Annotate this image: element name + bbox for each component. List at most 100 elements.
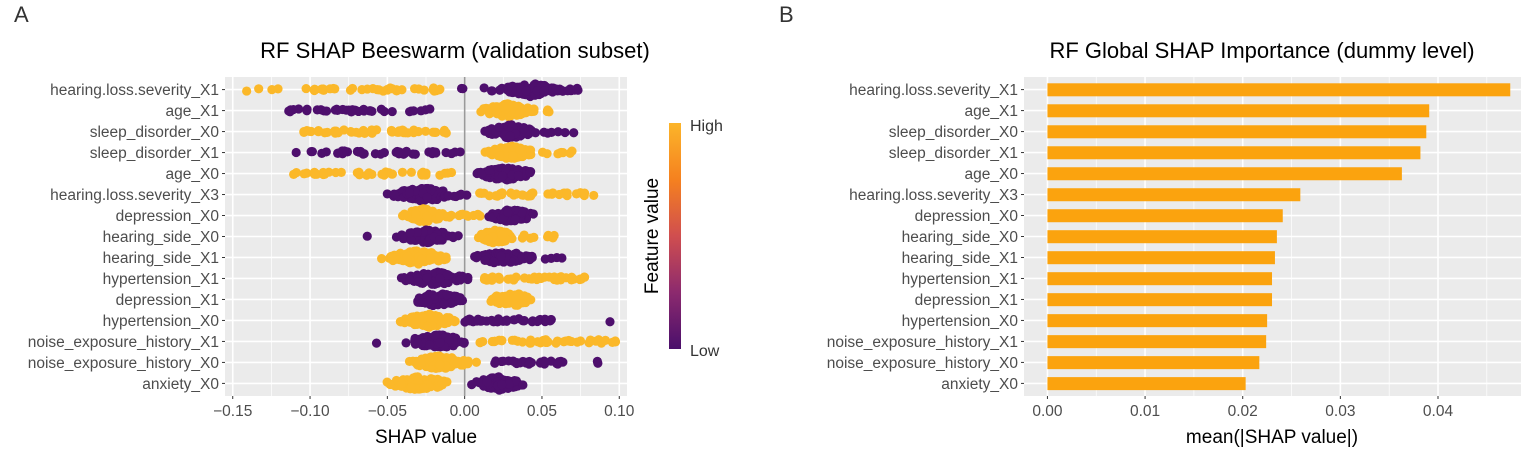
shap-point	[331, 167, 341, 178]
shap-point	[519, 273, 530, 283]
shap-point	[513, 336, 523, 346]
beeswarm-row-age_X0	[289, 163, 536, 185]
bar-sleep_disorder_X1	[1047, 146, 1421, 160]
shap-point	[354, 147, 364, 157]
shap-point	[322, 127, 332, 138]
shap-point	[439, 299, 449, 310]
shap-point	[410, 149, 420, 159]
beeswarm-row-hearing.loss.severity_X1	[242, 79, 583, 102]
shap-point	[394, 147, 404, 157]
shap-point	[501, 316, 512, 326]
shap-point	[442, 289, 452, 300]
shap-point	[539, 86, 549, 96]
y-tick-label: depression_X1	[915, 292, 1018, 309]
shap-point	[480, 255, 490, 265]
x-tick-label: 0.04	[1423, 403, 1454, 420]
shap-point	[371, 338, 382, 348]
shap-point	[569, 128, 579, 138]
shap-point	[442, 270, 452, 280]
shap-point	[542, 232, 553, 242]
shap-point	[497, 171, 507, 181]
shap-point	[534, 272, 544, 282]
shap-point	[505, 131, 515, 141]
x-tick-label: 0.00	[1032, 403, 1063, 420]
shap-point	[522, 292, 533, 302]
shap-point	[484, 165, 494, 175]
shap-point	[449, 317, 460, 327]
shap-point	[444, 335, 454, 345]
shap-point	[396, 317, 406, 327]
shap-point	[310, 84, 320, 94]
y-tick-label: noise_exposure_history_X0	[827, 355, 1019, 372]
shap-point	[289, 169, 299, 179]
shap-point	[475, 188, 485, 198]
y-tick-label: sleep_disorder_X1	[90, 145, 219, 162]
y-tick-label: sleep_disorder_X0	[90, 124, 220, 141]
shap-point	[431, 127, 441, 137]
bar-hearing_side_X1	[1047, 251, 1275, 265]
shap-point	[435, 170, 445, 180]
shap-point	[484, 274, 494, 284]
shap-point	[435, 338, 445, 348]
shap-point	[540, 254, 550, 264]
shap-point	[389, 189, 399, 199]
shap-point	[497, 336, 507, 346]
shap-point	[417, 254, 427, 264]
beeswarm-plot: hearing.loss.severity_X1age_X1sleep_diso…	[28, 77, 635, 420]
shap-point	[435, 360, 445, 370]
shap-point	[397, 167, 408, 177]
shap-point	[401, 146, 412, 156]
shap-point	[437, 378, 447, 388]
shap-point	[401, 338, 411, 348]
x-tick-label: 0.03	[1325, 403, 1355, 420]
shap-point	[406, 235, 416, 245]
shap-point	[504, 379, 514, 389]
shap-point	[321, 106, 332, 116]
y-tick-label: hypertension_X0	[103, 313, 220, 330]
shap-point	[396, 379, 406, 389]
shap-point	[490, 358, 500, 368]
shap-point	[312, 105, 322, 115]
shap-point	[494, 150, 505, 161]
shap-point	[525, 168, 535, 178]
shap-point	[525, 338, 535, 348]
shap-point	[518, 316, 528, 326]
shap-point	[482, 377, 492, 387]
shap-point	[306, 146, 316, 157]
shap-point	[510, 214, 520, 225]
shap-point	[509, 190, 519, 200]
bar-hearing.loss.severity_X1	[1047, 83, 1511, 97]
y-tick-label: depression_X0	[915, 208, 1019, 225]
shap-point	[517, 253, 527, 263]
shap-point	[419, 85, 429, 95]
shap-point	[560, 336, 571, 346]
shap-point	[346, 127, 356, 137]
shap-point	[471, 357, 481, 367]
beeswarm-row-noise_exposure_history_X0	[404, 351, 603, 374]
bar-hearing.loss.severity_X3	[1047, 188, 1301, 202]
shap-point	[422, 192, 432, 202]
shap-point	[566, 275, 577, 285]
shap-point	[607, 337, 618, 348]
shap-point	[575, 336, 586, 346]
importance-x-axis-title: mean(|SHAP value|)	[1186, 427, 1358, 448]
bar-noise_exposure_history_X1	[1047, 335, 1267, 349]
shap-point	[428, 84, 438, 95]
bar-noise_exposure_history_X0	[1047, 356, 1260, 370]
beeswarm-row-hearing.loss.severity_X3	[382, 183, 599, 206]
beeswarm-row-age_X1	[284, 99, 554, 122]
shap-point	[426, 352, 436, 362]
shap-point	[525, 357, 535, 367]
shap-point	[543, 128, 553, 138]
shap-point	[425, 253, 436, 263]
shap-point	[533, 337, 543, 347]
y-tick-label: hearing_side_X0	[902, 229, 1019, 246]
shap-point	[528, 209, 538, 219]
shap-point	[571, 189, 582, 199]
legend-title: Feature value	[642, 178, 663, 294]
shap-point	[446, 210, 456, 220]
shap-point	[422, 273, 432, 283]
shap-point	[489, 256, 500, 266]
shap-point	[589, 190, 599, 201]
shap-point	[387, 106, 397, 117]
